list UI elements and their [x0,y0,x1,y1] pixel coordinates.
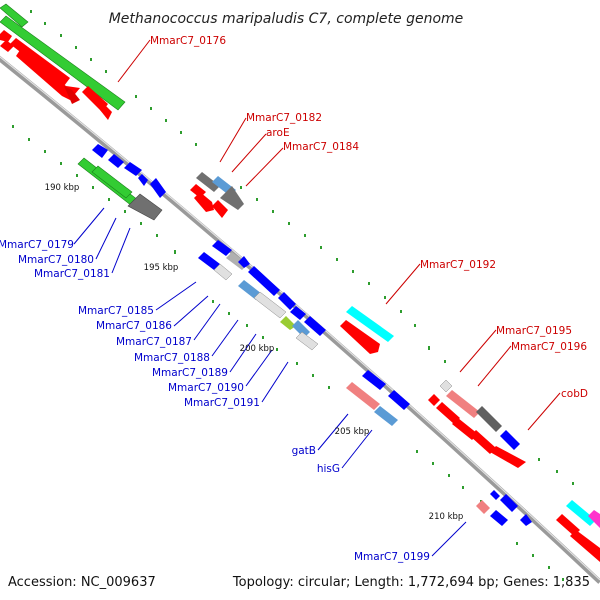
feature-cluster-0199 [476,490,532,526]
gene-label-0189[interactable]: MmarC7_0189 [152,367,228,379]
gene-label-0192[interactable]: MmarC7_0192 [420,259,496,271]
gene-label-0181[interactable]: MmarC7_0181 [34,268,110,280]
gene-label-0187[interactable]: MmarC7_0187 [116,336,192,348]
feature-cluster-0179 [77,144,166,221]
scale-label-200: 200 kbp [240,344,275,354]
feature-cluster-right-edge [556,500,600,562]
red-gene-labels: MmarC7_0176 MmarC7_0182 aroE MmarC7_0184… [150,35,588,400]
gene-label-0195[interactable]: MmarC7_0195 [496,325,572,337]
gene-label-0184[interactable]: MmarC7_0184 [283,141,359,153]
gene-label-gatB[interactable]: gatB [292,445,316,457]
feature-cluster-0185 [198,240,326,351]
gene-label-0196[interactable]: MmarC7_0196 [511,341,587,353]
gene-label-0182[interactable]: MmarC7_0182 [246,112,322,124]
feature-cluster-0176 [0,3,126,120]
accession-text: Accession: NC_009637 [8,575,156,590]
scale-ticks [12,10,574,581]
feature-cluster-0195 [428,379,526,468]
gene-label-0179[interactable]: MmarC7_0179 [0,239,74,251]
gene-label-0190[interactable]: MmarC7_0190 [168,382,244,394]
blue-leader-lines [73,207,467,557]
red-leader-lines [117,39,561,431]
feature-cluster-0182 [190,172,244,218]
gene-label-hisG[interactable]: hisG [317,463,340,475]
scale-label-210: 210 kbp [429,512,464,522]
scale-label-205: 205 kbp [335,427,370,437]
feature-cluster-gatB [346,370,410,426]
gene-label-0186[interactable]: MmarC7_0186 [96,320,172,332]
gene-label-0191[interactable]: MmarC7_0191 [184,397,260,409]
topology-text: Topology: circular; Length: 1,772,694 bp… [232,575,590,590]
gene-label-0185[interactable]: MmarC7_0185 [78,305,154,317]
scale-labels: 190 kbp 195 kbp 200 kbp 205 kbp 210 kbp [45,183,464,522]
scale-label-195: 195 kbp [144,263,179,273]
blue-gene-labels: MmarC7_0179 MmarC7_0180 MmarC7_0181 Mmar… [0,239,430,563]
genome-backbone-highlight [0,56,600,581]
feature-cluster-0192 [340,306,394,354]
scale-label-190: 190 kbp [45,183,80,193]
gene-label-cobD[interactable]: cobD [561,388,588,400]
map-title: Methanococcus maripaludis C7, complete g… [109,11,464,27]
gene-label-0199[interactable]: MmarC7_0199 [354,551,430,563]
gene-label-0176[interactable]: MmarC7_0176 [150,35,226,47]
gene-label-0188[interactable]: MmarC7_0188 [134,352,210,364]
gene-label-0180[interactable]: MmarC7_0180 [18,254,94,266]
gene-label-aroE[interactable]: aroE [266,127,290,139]
